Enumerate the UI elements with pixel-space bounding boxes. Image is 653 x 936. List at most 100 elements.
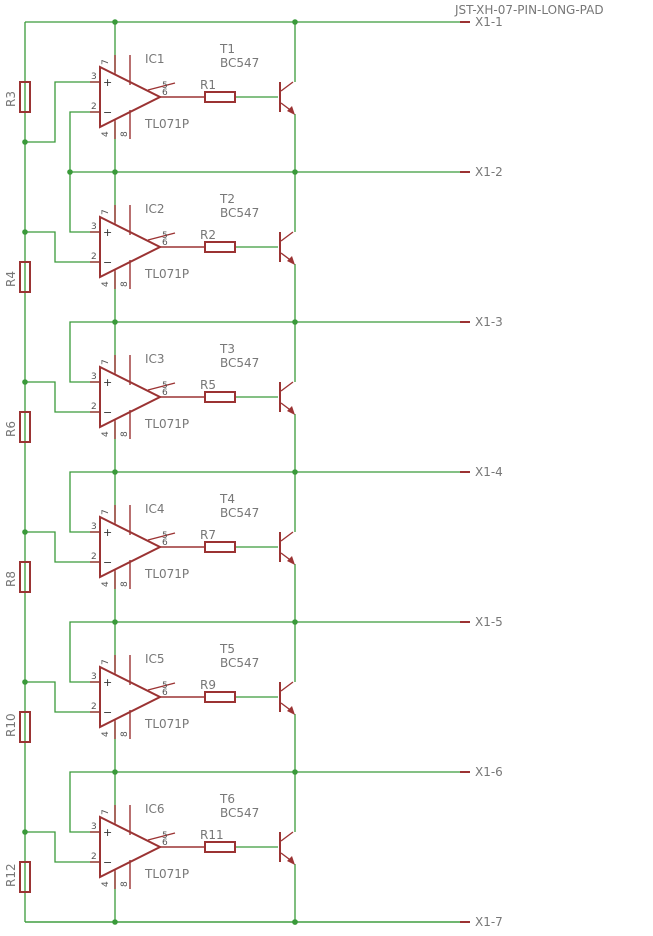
base-resistor-label: R9 [200, 678, 216, 692]
transistor-collector [280, 381, 294, 392]
opamp-pin-number: 2 [91, 102, 97, 112]
opamp-pin-number: 4 [101, 281, 111, 287]
opamp-pin-number: 3 [91, 72, 97, 82]
opamp-pin-5 [147, 682, 176, 691]
opamp-value: TL071P [144, 117, 189, 131]
opamp-pin-number: 7 [101, 659, 111, 665]
connector-pin-label: X1-3 [475, 315, 503, 329]
opamp-pin-number: 4 [101, 881, 111, 887]
opamp-plus-sign: + [103, 76, 112, 89]
opamp-pin-number: 7 [101, 509, 111, 515]
base-resistor [204, 691, 236, 703]
transistor-emitter-arrow [287, 706, 295, 715]
transistor-name: T5 [219, 642, 235, 656]
opamp-pin-number: 7 [101, 59, 111, 65]
opamp-minus-sign: − [103, 706, 112, 719]
transistor-collector [280, 831, 294, 842]
opamp-minus-sign: − [103, 406, 112, 419]
divider-resistor [19, 561, 31, 593]
divider-resistor-label: R3 [4, 91, 18, 107]
opamp-pin-number: 2 [91, 402, 97, 412]
connector-pin-label: X1-2 [475, 165, 503, 179]
opamp-pin-number: 6 [162, 838, 168, 848]
transistor-value: BC547 [220, 806, 259, 820]
transistor-emitter-arrow [287, 106, 295, 115]
opamp-plus-sign: + [103, 826, 112, 839]
junction-dot [22, 379, 28, 385]
transistor-name: T2 [219, 192, 235, 206]
opamp-pin-number: 4 [101, 131, 111, 137]
opamp-name: IC6 [145, 802, 165, 816]
transistor-value: BC547 [220, 56, 259, 70]
divider-resistor [19, 861, 31, 893]
junction-dot [22, 829, 28, 835]
divider-resistor-label: R12 [4, 863, 18, 887]
opamp-pin-number: 2 [91, 702, 97, 712]
opamp-input-wire [25, 531, 100, 563]
divider-resistor-label: R8 [4, 571, 18, 587]
opamp-input-wire [69, 321, 115, 383]
base-resistor [204, 91, 236, 103]
opamp-pin-5 [147, 382, 176, 391]
connector-pin-label: X1-5 [475, 615, 503, 629]
connector-pin-label: X1-4 [475, 465, 503, 479]
opamp-pin-number: 5 [162, 231, 168, 241]
divider-resistor-label: R4 [4, 271, 18, 287]
opamp-input-wire [25, 681, 100, 713]
base-resistor-label: R5 [200, 378, 216, 392]
transistor-name: T4 [219, 492, 235, 506]
opamp-input-wire [25, 81, 100, 143]
opamp-name: IC1 [145, 52, 165, 66]
transistor-collector [280, 681, 294, 692]
transistor-emitter-arrow [287, 556, 295, 565]
transistor-name: T3 [219, 342, 235, 356]
junction-dot [22, 679, 28, 685]
opamp-pin-5 [147, 82, 176, 91]
opamp-pin-number: 6 [162, 238, 168, 248]
opamp-pin-number: 7 [101, 209, 111, 215]
opamp-minus-sign: − [103, 856, 112, 869]
opamp-value: TL071P [144, 867, 189, 881]
transistor-collector [280, 531, 294, 542]
junction-dot [22, 529, 28, 535]
opamp-plus-sign: + [103, 226, 112, 239]
opamp-minus-sign: − [103, 106, 112, 119]
transistor-collector [280, 231, 294, 242]
opamp-pin-5 [147, 532, 176, 541]
opamp-pin-number: 6 [162, 88, 168, 98]
opamp-pin-number: 5 [162, 831, 168, 841]
opamp-pin-number: 6 [162, 538, 168, 548]
opamp-input-wire [69, 471, 115, 533]
opamp-plus-sign: + [103, 376, 112, 389]
opamp-plus-sign: + [103, 676, 112, 689]
opamp-minus-sign: − [103, 256, 112, 269]
base-resistor [204, 241, 236, 253]
opamp-pin-number: 3 [91, 822, 97, 832]
opamp-input-wire [69, 171, 115, 233]
transistor-emitter-arrow [287, 256, 295, 265]
opamp-input-wire [25, 231, 100, 263]
opamp-pin-number: 3 [91, 522, 97, 532]
opamp-pin-number: 5 [162, 381, 168, 391]
opamp-pin-number: 6 [162, 388, 168, 398]
junction-dot [22, 229, 28, 235]
divider-resistor-label: R10 [4, 713, 18, 737]
base-resistor [204, 541, 236, 553]
opamp-pin-number: 3 [91, 672, 97, 682]
base-resistor-label: R11 [200, 828, 224, 842]
opamp-pin-number: 7 [101, 809, 111, 815]
opamp-pin-number: 2 [91, 552, 97, 562]
opamp-pin-number: 4 [101, 431, 111, 437]
transistor-emitter-arrow [287, 406, 295, 415]
base-resistor-label: R7 [200, 528, 216, 542]
base-resistor [204, 391, 236, 403]
opamp-pin-number: 2 [91, 252, 97, 262]
opamp-pin-number: 6 [162, 688, 168, 698]
opamp-pin-number: 8 [120, 431, 130, 437]
transistor-name: T6 [219, 792, 235, 806]
base-resistor-label: R2 [200, 228, 216, 242]
divider-resistor [19, 411, 31, 443]
connector-title: JST-XH-07-PIN-LONG-PAD [454, 3, 604, 17]
opamp-input-wire [25, 381, 100, 413]
